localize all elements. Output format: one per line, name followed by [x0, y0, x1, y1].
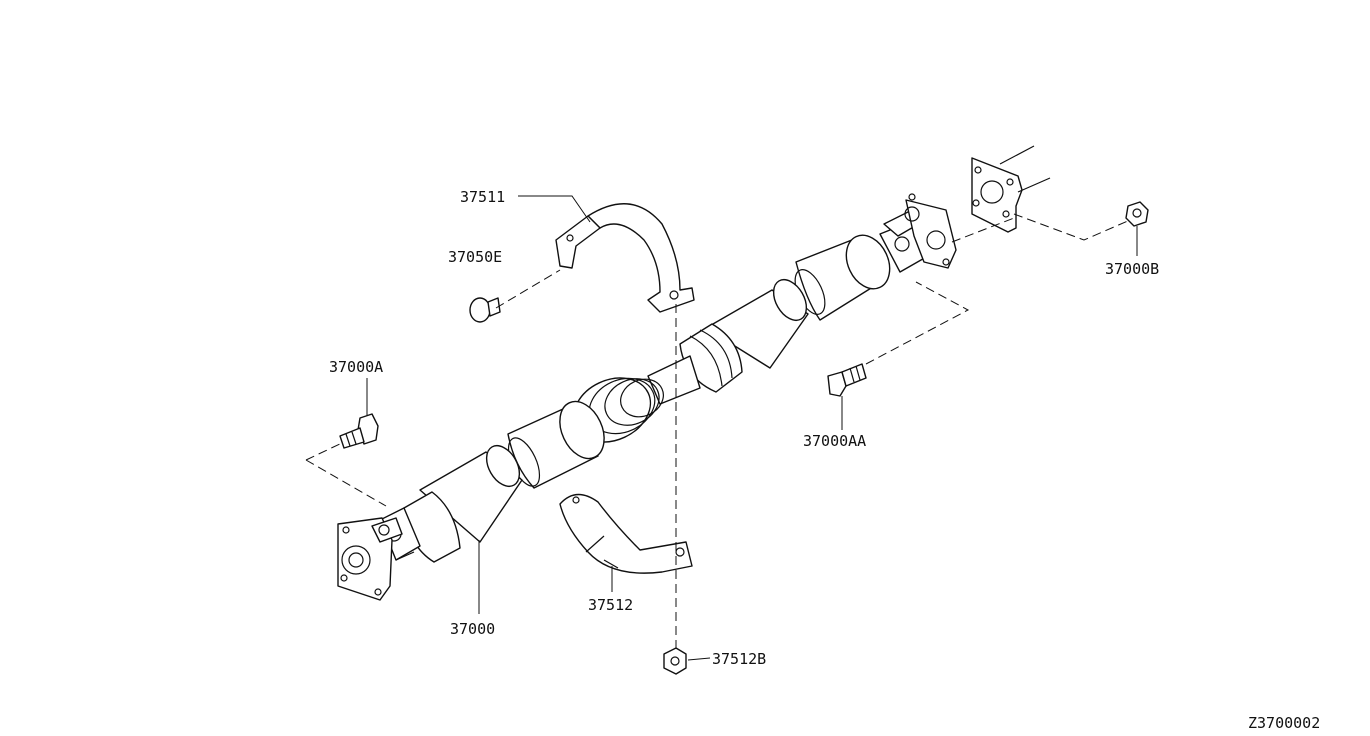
nut-37512B: [663, 647, 687, 675]
front-shaft-tube: [403, 445, 523, 563]
label-37511: 37511: [460, 188, 505, 206]
bolt-37000A: [339, 413, 379, 449]
assembly-dashed-lines: [305, 213, 1131, 650]
rear-universal-joint: [879, 193, 957, 273]
front-universal-joint: [337, 507, 421, 601]
label-37000A: 37000A: [329, 358, 383, 376]
label-37000B: 37000B: [1105, 260, 1159, 278]
upper-center-bracket-37511: [555, 203, 695, 313]
leader-lines: [366, 195, 1138, 661]
nut-37000B: [1125, 201, 1149, 227]
drawing-code: Z3700002: [1248, 714, 1320, 732]
front-center-tube: [507, 400, 605, 489]
label-37050E: 37050E: [448, 248, 502, 266]
lower-center-bracket-37512: [559, 493, 693, 574]
mating-flange-plate: [971, 145, 1051, 233]
label-37512B: 37512B: [712, 650, 766, 668]
center-shaft-tube: [679, 279, 809, 393]
grommet-37050E: [469, 297, 501, 323]
label-37000AA: 37000AA: [803, 432, 866, 450]
label-37512: 37512: [588, 596, 633, 614]
rear-shaft-tube: [794, 234, 891, 321]
label-37000: 37000: [450, 620, 495, 638]
bolt-37000AA: [827, 363, 867, 397]
